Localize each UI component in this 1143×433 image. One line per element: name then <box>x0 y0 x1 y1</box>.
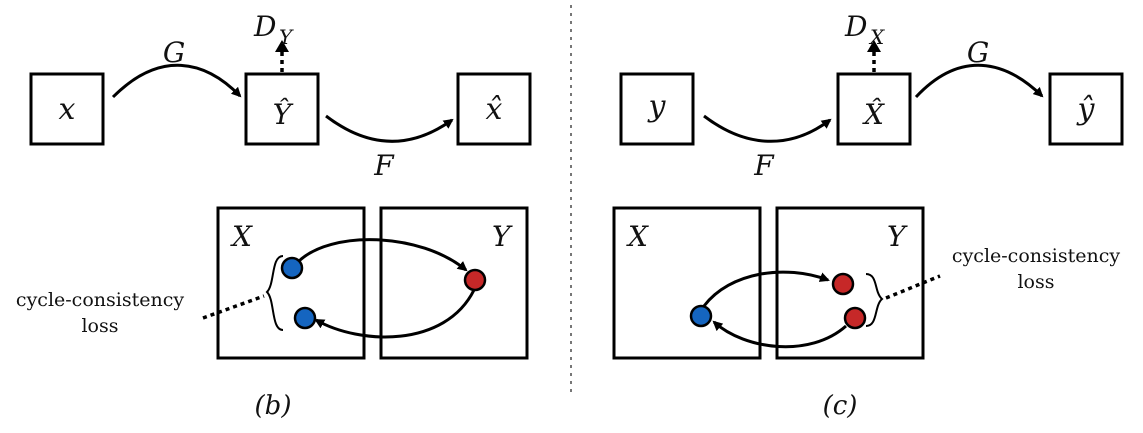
loss-label-line1: cycle-consistency <box>952 245 1120 267</box>
domain-x-label: X <box>626 220 649 253</box>
discriminator-arrowhead <box>867 40 881 52</box>
discriminator-arrowhead <box>275 40 289 52</box>
box-x-label: x <box>59 92 76 127</box>
arrow-f-label: F <box>753 149 775 182</box>
discriminator-d-label: D <box>253 10 276 43</box>
arrow-g-label: G <box>967 36 989 69</box>
arrow-f <box>325 114 454 143</box>
domain-x-label: X <box>230 220 253 253</box>
caption-b: (b) <box>255 391 292 421</box>
loss-label-line2: loss <box>81 315 118 337</box>
point-y-hat <box>689 304 713 328</box>
cycle-arrow-forward <box>702 270 830 307</box>
panel-b: x Ŷ x̂ G F D Y X Y cycle-consistency los… <box>16 10 532 421</box>
arrow-g-label: G <box>163 36 185 69</box>
loss-label-line1: cycle-consistency <box>16 289 184 311</box>
box-x-hat <box>836 72 912 146</box>
point-y <box>831 272 855 296</box>
box-y-hat-label: ŷ <box>1076 92 1096 127</box>
cycle-arrow-forward <box>296 238 468 272</box>
discriminator-d-label: D <box>844 10 867 43</box>
domain-y-box <box>379 206 529 360</box>
arrow-f <box>703 114 832 143</box>
cycle-arrow-backward <box>314 289 476 339</box>
point-y-hat <box>463 268 487 292</box>
domain-y-label: Y <box>887 220 908 253</box>
box-y-label: y <box>647 89 667 124</box>
point-x-reconstructed <box>293 306 317 330</box>
panel-c: y X̂ ŷ F G D X X Y cycle-consistency los… <box>612 10 1124 421</box>
loss-label-line2: loss <box>1017 271 1054 293</box>
box-y-hat-label: Ŷ <box>273 98 294 131</box>
box-x <box>29 72 105 146</box>
domain-x-box <box>216 206 366 360</box>
box-y-hat <box>244 72 320 146</box>
cycle-arrow-backward <box>712 320 847 349</box>
arrow-g <box>111 63 242 99</box>
caption-c: (c) <box>823 391 858 421</box>
box-x-hat-label: x̂ <box>486 92 503 127</box>
discriminator-subscript: X <box>868 25 885 49</box>
domain-y-box <box>775 206 925 360</box>
domain-y-label: Y <box>492 220 513 253</box>
loss-brace <box>865 273 884 327</box>
loss-pointer <box>202 294 265 320</box>
box-x-hat-label: X̂ <box>862 98 885 131</box>
box-x-hat <box>456 72 532 146</box>
loss-pointer <box>885 274 941 300</box>
domain-x-box <box>612 206 762 360</box>
loss-brace <box>265 255 284 331</box>
discriminator-subscript: Y <box>279 25 294 49</box>
point-x <box>280 256 304 280</box>
arrow-f-label: F <box>373 149 395 182</box>
box-y-hat <box>1048 72 1124 146</box>
arrow-g <box>914 63 1044 99</box>
box-y <box>619 72 695 146</box>
point-y-reconstructed <box>843 306 867 330</box>
